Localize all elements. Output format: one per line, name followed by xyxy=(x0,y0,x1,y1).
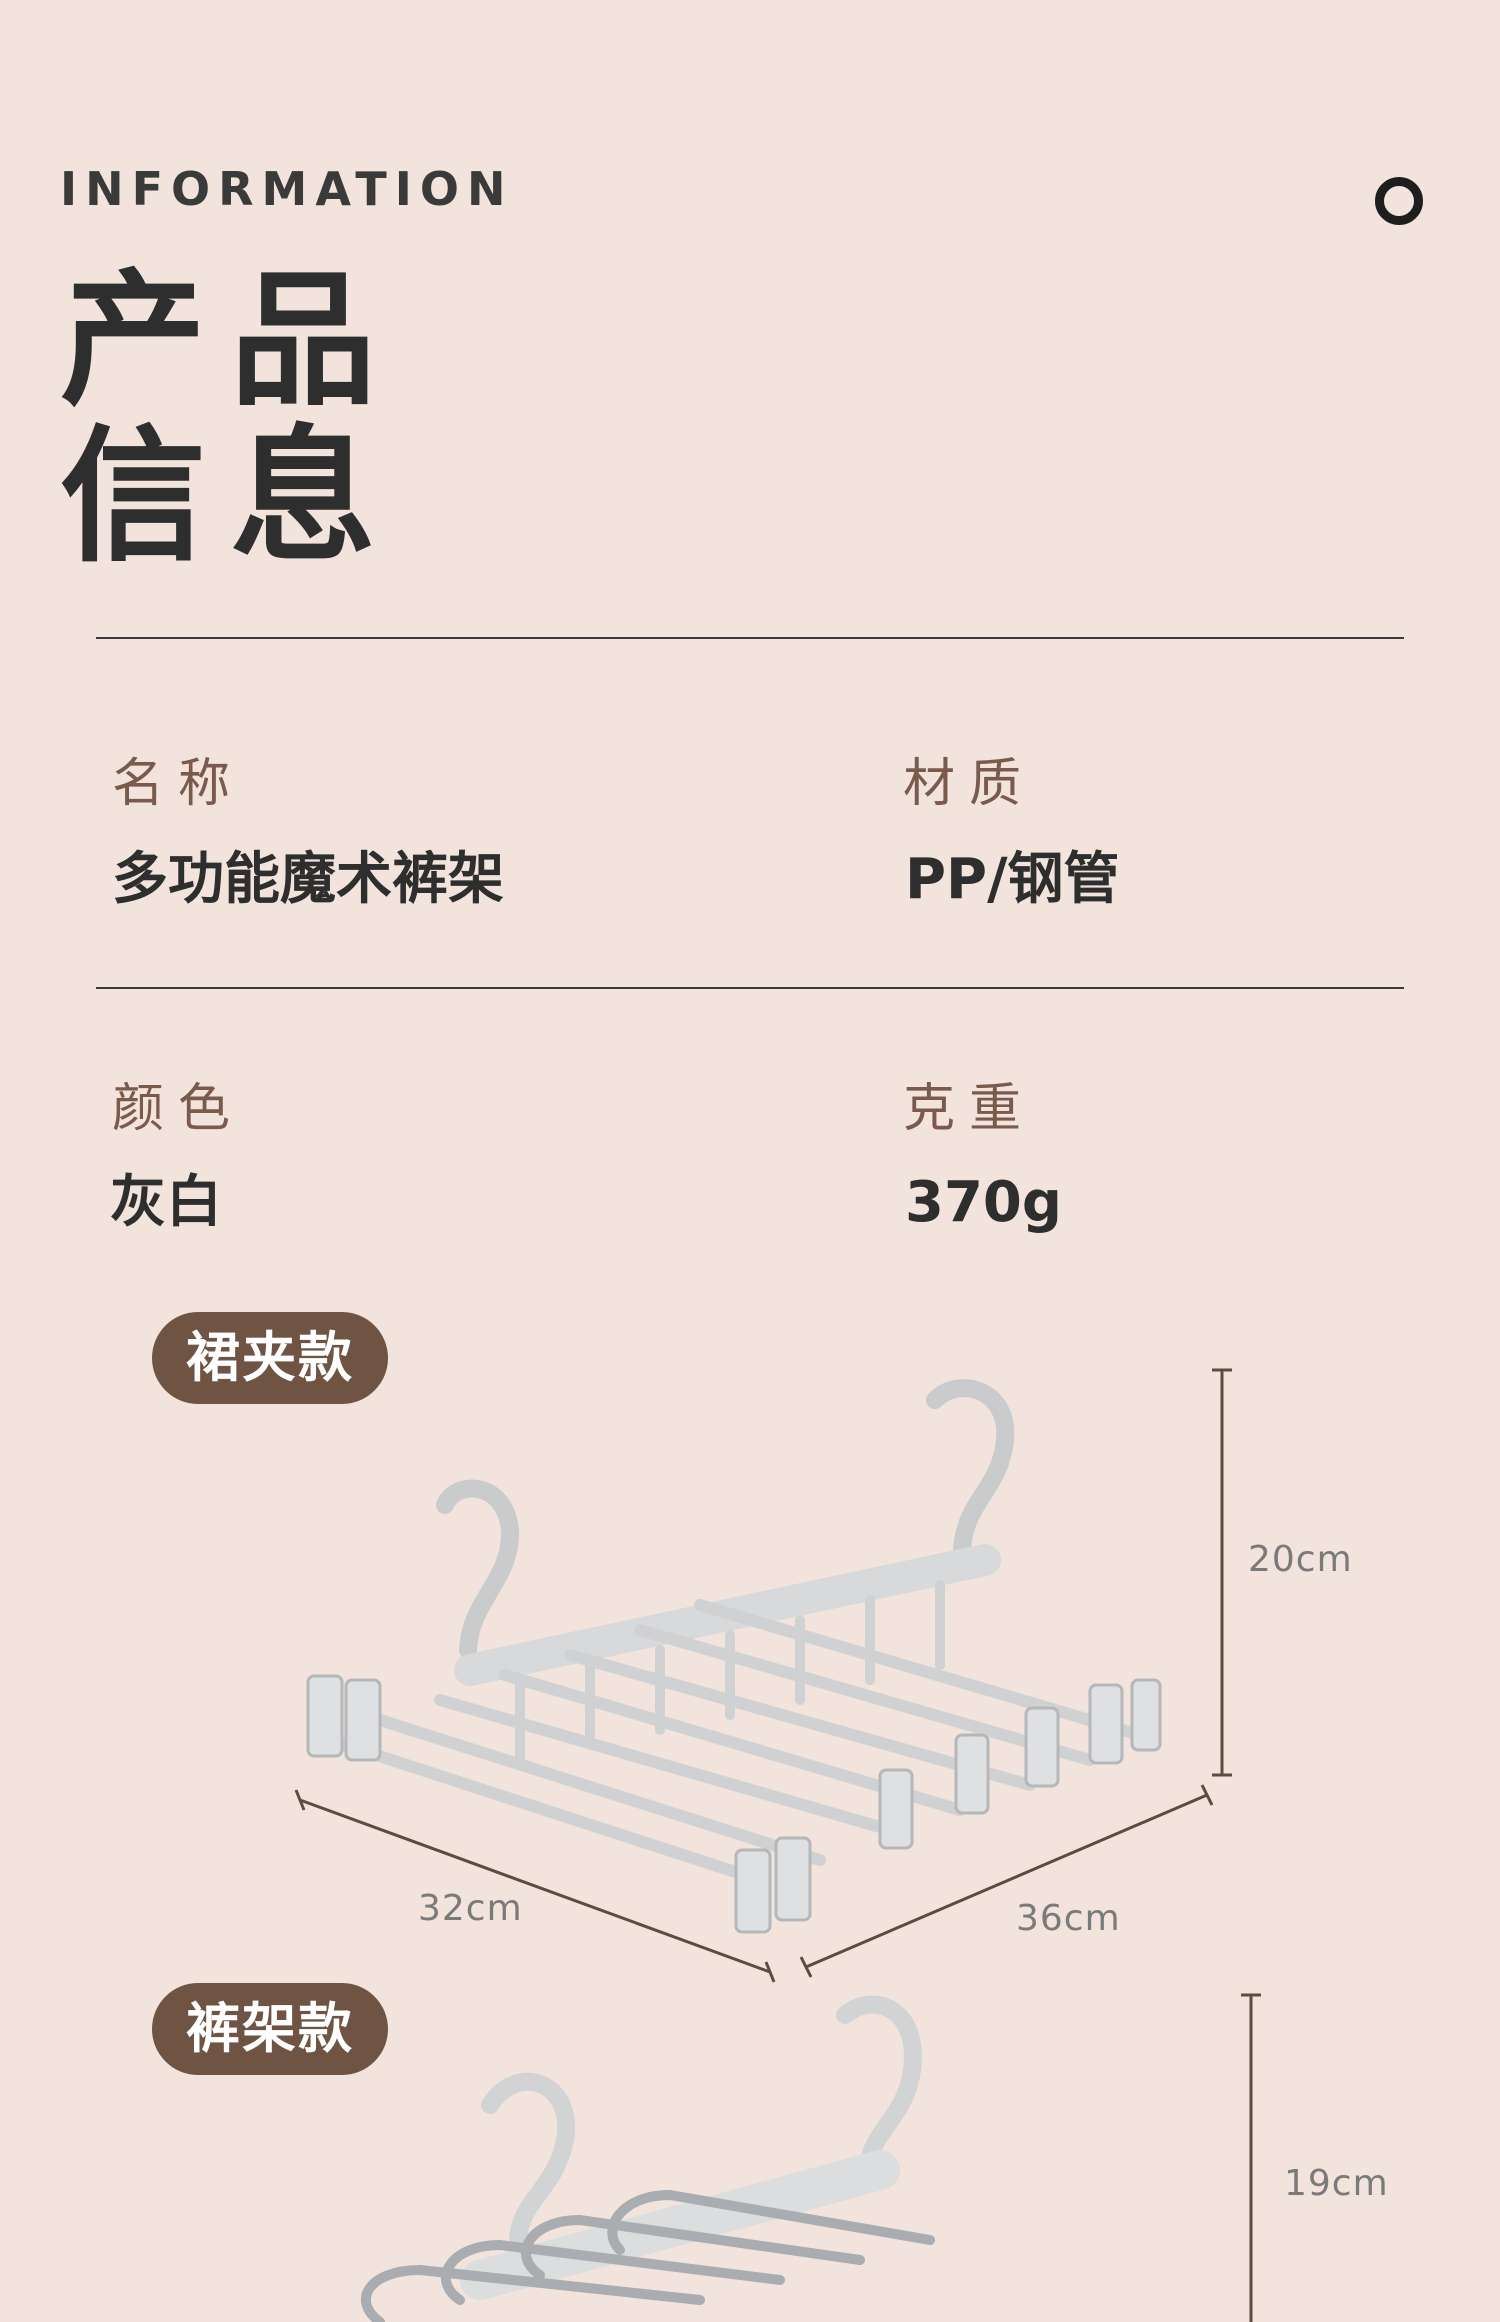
weight-value: 370g xyxy=(905,1170,1062,1235)
section-eyebrow: INFORMATION xyxy=(60,162,514,216)
variant-badge-skirt-clip: 裙夹款 xyxy=(152,1312,388,1404)
dimension-height-label: 19cm xyxy=(1284,2163,1389,2204)
divider xyxy=(96,637,1404,639)
page-title-line-1: 产品 xyxy=(60,256,400,426)
dimension-height-label: 20cm xyxy=(1248,1539,1353,1580)
color-label: 颜色 xyxy=(112,1079,245,1139)
page-title-line-2: 信息 xyxy=(60,412,400,582)
name-label: 名称 xyxy=(112,754,245,814)
color-value: 灰白 xyxy=(110,1170,222,1235)
weight-label: 克重 xyxy=(903,1079,1036,1139)
dimension-depth-label: 36cm xyxy=(1016,1898,1121,1939)
material-value: PP/钢管 xyxy=(905,847,1120,912)
material-label: 材质 xyxy=(903,754,1036,814)
dimension-width-label: 32cm xyxy=(418,1888,523,1929)
dimension-lines-skirt xyxy=(294,1368,1232,1983)
skirt-hanger-image xyxy=(324,1379,1146,1886)
circle-icon xyxy=(1375,177,1423,225)
clip-icons xyxy=(306,1674,1162,1934)
variant-badge-pants-rack: 裤架款 xyxy=(152,1983,388,2075)
dimension-lines-pants xyxy=(1241,1993,1261,2322)
pants-hanger-image xyxy=(360,1995,935,2322)
divider xyxy=(96,987,1404,989)
name-value: 多功能魔术裤架 xyxy=(112,847,504,912)
